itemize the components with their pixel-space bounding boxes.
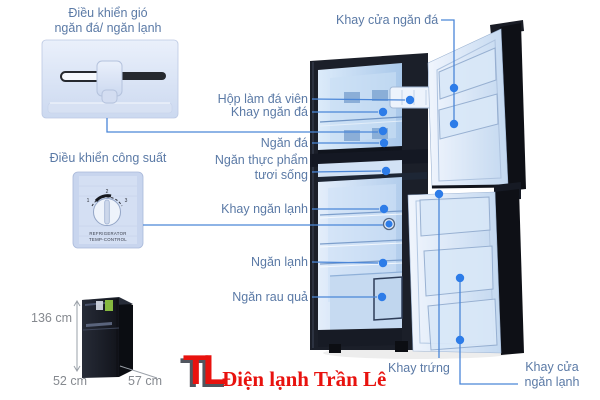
callout-fresh-food-line1: Ngăn thực phẩm — [214, 153, 308, 167]
leader-fridge — [311, 261, 379, 264]
callout-fresh-food-line2: tươi sống — [254, 168, 308, 182]
freezer-door — [427, 20, 526, 191]
callout-ice-cube-box: Hộp làm đá viên — [217, 92, 308, 106]
mini-fridge-graphic — [82, 297, 133, 378]
callout-fresh-food: Ngăn thực phẩm tươi sống — [160, 153, 308, 183]
dial-caption-line2: TEMP-CONTROL — [89, 237, 127, 242]
callout-fridge-door-tray-line2: ngăn lạnh — [524, 375, 580, 389]
dimension-width: 52 cm — [52, 374, 88, 388]
callout-vegetable-box: Ngăn rau quả — [232, 290, 308, 304]
power-control-title: Điều khiển công suất — [49, 151, 167, 165]
dial-mark-1: 1 — [87, 198, 90, 204]
leader-lines — [106, 19, 518, 385]
energy-label — [105, 300, 113, 311]
brand-name: Điện lạnh Trần Lê — [222, 367, 387, 391]
dial-mark-3: 3 — [125, 198, 128, 204]
callout-egg-tray: Khay trứng — [388, 361, 450, 375]
air-control-title-line1: Điều khiển gió — [68, 6, 148, 20]
air-control-graphic — [41, 39, 179, 119]
fridge-door-bin — [419, 196, 491, 237]
callout-freezer-tray: Khay ngăn đá — [230, 105, 308, 119]
fridge-illustration — [310, 20, 526, 359]
brand-logo: TL — [183, 346, 228, 393]
callout-fridge-tray: Khay ngăn lạnh — [221, 202, 308, 216]
fridge-door-bin — [423, 245, 494, 297]
fridge-foot — [329, 344, 341, 353]
leader-ice-box — [311, 98, 406, 101]
leader-fridge-door-tray — [459, 282, 518, 385]
air-control-title-line2: ngăn đá/ ngăn lạnh — [54, 21, 162, 35]
dial-caption-line1: REFRIGERATOR — [89, 231, 126, 236]
callout-freezer-compartment: Ngăn đá — [260, 136, 308, 150]
callout-fridge-door-tray-line1: Khay cửa — [525, 360, 579, 374]
vegetable-drawer — [329, 271, 403, 332]
dimension-depth: 57 cm — [127, 374, 163, 388]
dimension-height: 136 cm — [31, 311, 72, 325]
leader-air-control — [106, 118, 378, 133]
fridge-door-bin — [427, 298, 498, 351]
fridge-door — [407, 182, 524, 355]
fridge-foot — [395, 341, 408, 352]
callout-dots — [377, 83, 465, 345]
dial-mark-2: 2 — [106, 189, 109, 195]
air-control-title: Điều khiển gió ngăn đá/ ngăn lạnh — [18, 6, 198, 36]
callout-freezer-door-tray: Khay cửa ngăn đá — [336, 13, 439, 27]
dimension-marks — [73, 300, 158, 379]
leader-fresh-food — [311, 170, 382, 173]
power-dial-graphic: 1 2 3 REFRIGERATOR TEMP-CONTROL — [72, 171, 144, 249]
air-slider-track-right — [117, 72, 166, 80]
callout-fridge-door-tray: Khay cửa ngăn lạnh — [514, 360, 590, 390]
callout-fridge-compartment: Ngăn lạnh — [251, 255, 308, 269]
